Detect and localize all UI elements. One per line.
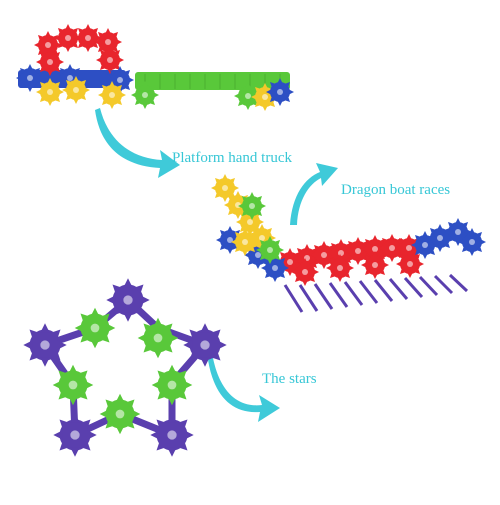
- truck-red-cab: [34, 24, 124, 76]
- dragon-boat: [211, 174, 486, 313]
- caption-platform-hand-truck: Platform hand truck: [172, 150, 292, 166]
- dragon-red-body: [276, 234, 424, 286]
- arrow-to-truck-caption: [95, 108, 180, 178]
- star-model: [23, 278, 227, 457]
- truck-green-deck: [135, 72, 290, 90]
- truck-rear-stop: [266, 78, 294, 106]
- caption-dragon-boat-races: Dragon boat races: [341, 182, 451, 198]
- arrows: [95, 108, 338, 422]
- arrow-to-dragon-caption: [290, 163, 338, 225]
- platform-hand-truck: [16, 24, 294, 111]
- arrow-to-stars-caption: [208, 358, 280, 422]
- star-purple-points: [23, 278, 227, 457]
- dragon-paddles: [283, 273, 469, 313]
- caption-the-stars: The stars: [262, 371, 317, 387]
